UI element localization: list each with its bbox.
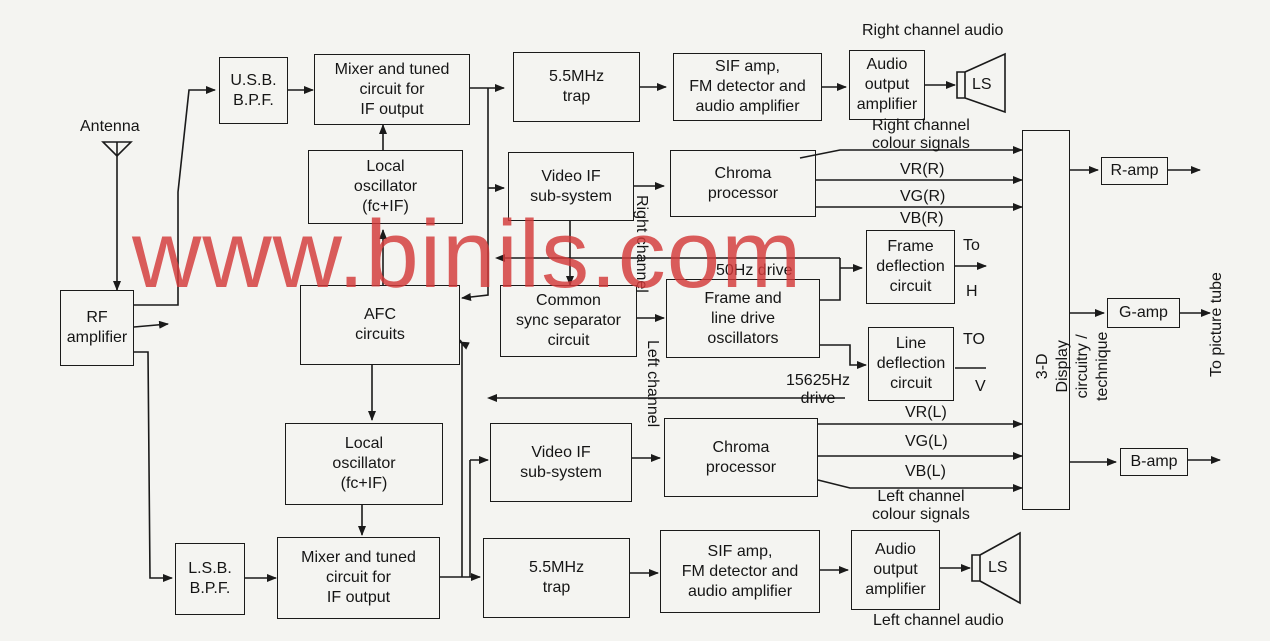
usb-bpf-block: U.S.B. B.P.F.	[219, 57, 288, 124]
chroma-top-block: Chroma processor	[670, 150, 816, 217]
video-if-bottom-block: Video IF sub-system	[490, 423, 632, 502]
vg-left-label: VG(L)	[905, 433, 948, 450]
display-3d-block: 3-D Display circuitry / technique	[1022, 130, 1111, 510]
to-v-bottom-label: V	[975, 378, 986, 395]
trap-top-block: 5.5MHz trap	[513, 52, 640, 122]
left-channel-colour-label: Left channel colour signals	[872, 488, 970, 523]
mixer-top-block: Mixer and tuned circuit for IF output	[314, 54, 470, 125]
drive-50hz-label: 50Hz drive	[716, 262, 793, 279]
speaker-bottom-icon	[971, 531, 1021, 605]
right-channel-audio-label: Right channel audio	[862, 22, 1004, 39]
antenna-icon	[101, 141, 133, 158]
to-v-top-label: TO	[963, 331, 985, 348]
mixer-bottom-block: Mixer and tuned circuit for IF output	[277, 537, 440, 619]
local-oscillator-top-block: Local oscillator (fc+IF)	[308, 150, 463, 224]
sif-top-block: SIF amp, FM detector and audio amplifier	[673, 53, 822, 121]
to-h-top-label: To	[963, 237, 980, 254]
local-oscillator-bottom-block: Local oscillator (fc+IF)	[285, 423, 443, 505]
frame-line-oscillators-block: Frame and line drive oscillators	[666, 279, 820, 358]
speaker-top-icon	[956, 52, 1006, 114]
audio-output-top-block: Audio output amplifier	[849, 50, 925, 120]
vb-right-label: VB(R)	[900, 210, 944, 227]
audio-output-bottom-block: Audio output amplifier	[851, 530, 940, 610]
r-amp-block: R-amp	[1101, 157, 1168, 185]
sif-bottom-block: SIF amp, FM detector and audio amplifier	[660, 530, 820, 613]
antenna-label: Antenna	[80, 118, 140, 135]
vg-right-label: VG(R)	[900, 188, 946, 205]
to-picture-tube-label: To picture tube	[1208, 272, 1225, 377]
speaker-bottom-label: LS	[988, 559, 1008, 576]
vb-left-label: VB(L)	[905, 463, 946, 480]
line-deflection-block: Line deflection circuit	[868, 327, 954, 401]
speaker-top-label: LS	[972, 76, 992, 93]
trap-bottom-block: 5.5MHz trap	[483, 538, 630, 618]
sync-separator-block: Common sync separator circuit	[500, 285, 637, 357]
g-amp-block: G-amp	[1107, 298, 1180, 328]
vr-right-label: VR(R)	[900, 161, 945, 178]
rf-amplifier-block: RF amplifier	[60, 290, 134, 366]
vr-left-label: VR(L)	[905, 404, 947, 421]
b-amp-block: B-amp	[1120, 448, 1188, 476]
chroma-bottom-block: Chroma processor	[664, 418, 818, 497]
left-channel-audio-label: Left channel audio	[873, 612, 1004, 629]
lsb-bpf-block: L.S.B. B.P.F.	[175, 543, 245, 615]
to-h-bottom-label: H	[966, 283, 978, 300]
display-3d-label: 3-D Display circuitry / technique	[1034, 331, 1111, 401]
afc-circuits-block: AFC circuits	[300, 285, 460, 365]
right-channel-colour-label: Right channel colour signals	[872, 117, 970, 152]
frame-deflection-block: Frame deflection circuit	[866, 230, 955, 304]
left-channel-vertical-label: Left channel	[644, 340, 661, 428]
watermark: www.binils.com	[132, 201, 803, 308]
video-if-top-block: Video IF sub-system	[508, 152, 634, 221]
drive-15625hz-label: 15625Hz drive	[786, 372, 851, 407]
